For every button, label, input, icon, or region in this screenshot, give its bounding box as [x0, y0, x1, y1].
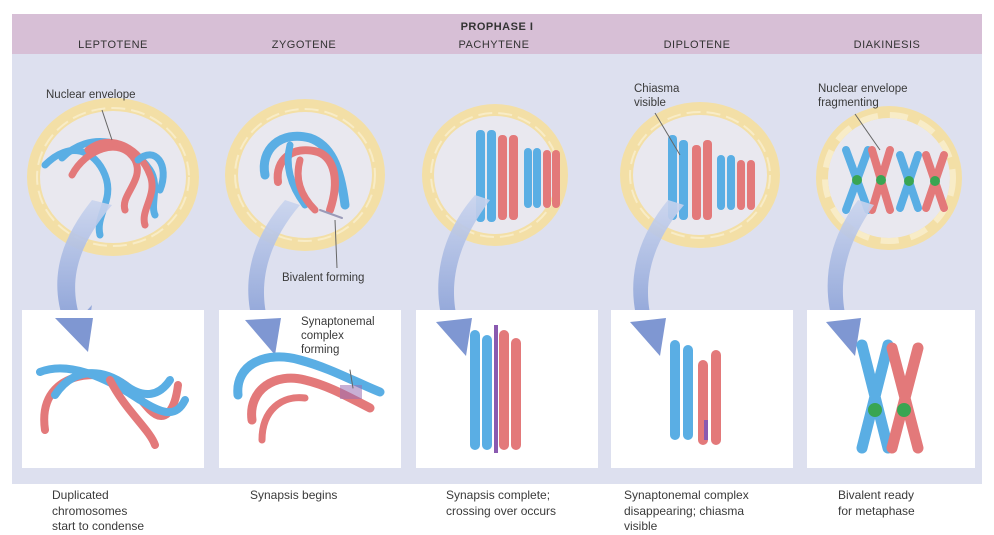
- annotation-nuclear-envelope: Nuclear envelope: [46, 88, 136, 102]
- nucleus-zygotene: [225, 99, 385, 251]
- stage-label-diakinesis: DIAKINESIS: [812, 39, 962, 51]
- detail-pachytene-chromosomes: [470, 325, 521, 453]
- caption-leptotene: Duplicated chromosomes start to condense: [52, 488, 144, 535]
- stage-label-diplotene: DIPLOTENE: [622, 39, 772, 51]
- caption-pachytene: Synapsis complete; crossing over occurs: [446, 488, 556, 519]
- stage-label-pachytene: PACHYTENE: [419, 39, 569, 51]
- caption-diakinesis: Bivalent ready for metaphase: [838, 488, 915, 519]
- annotation-bivalent-forming: Bivalent forming: [282, 271, 364, 285]
- caption-zygotene: Synapsis begins: [250, 488, 337, 504]
- annotation-chiasma-visible: Chiasma visible: [634, 82, 679, 110]
- prophase-title: PROPHASE I: [0, 21, 994, 33]
- stage-label-zygotene: ZYGOTENE: [229, 39, 379, 51]
- stage-label-leptotene: LEPTOTENE: [38, 39, 188, 51]
- nucleus-leptotene: [27, 98, 199, 256]
- annotation-synaptonemal-complex-forming: Synaptonemal complex forming: [301, 315, 375, 357]
- caption-diplotene: Synaptonemal complex disappearing; chias…: [624, 488, 749, 535]
- annotation-envelope-fragmenting: Nuclear envelope fragmenting: [818, 82, 908, 110]
